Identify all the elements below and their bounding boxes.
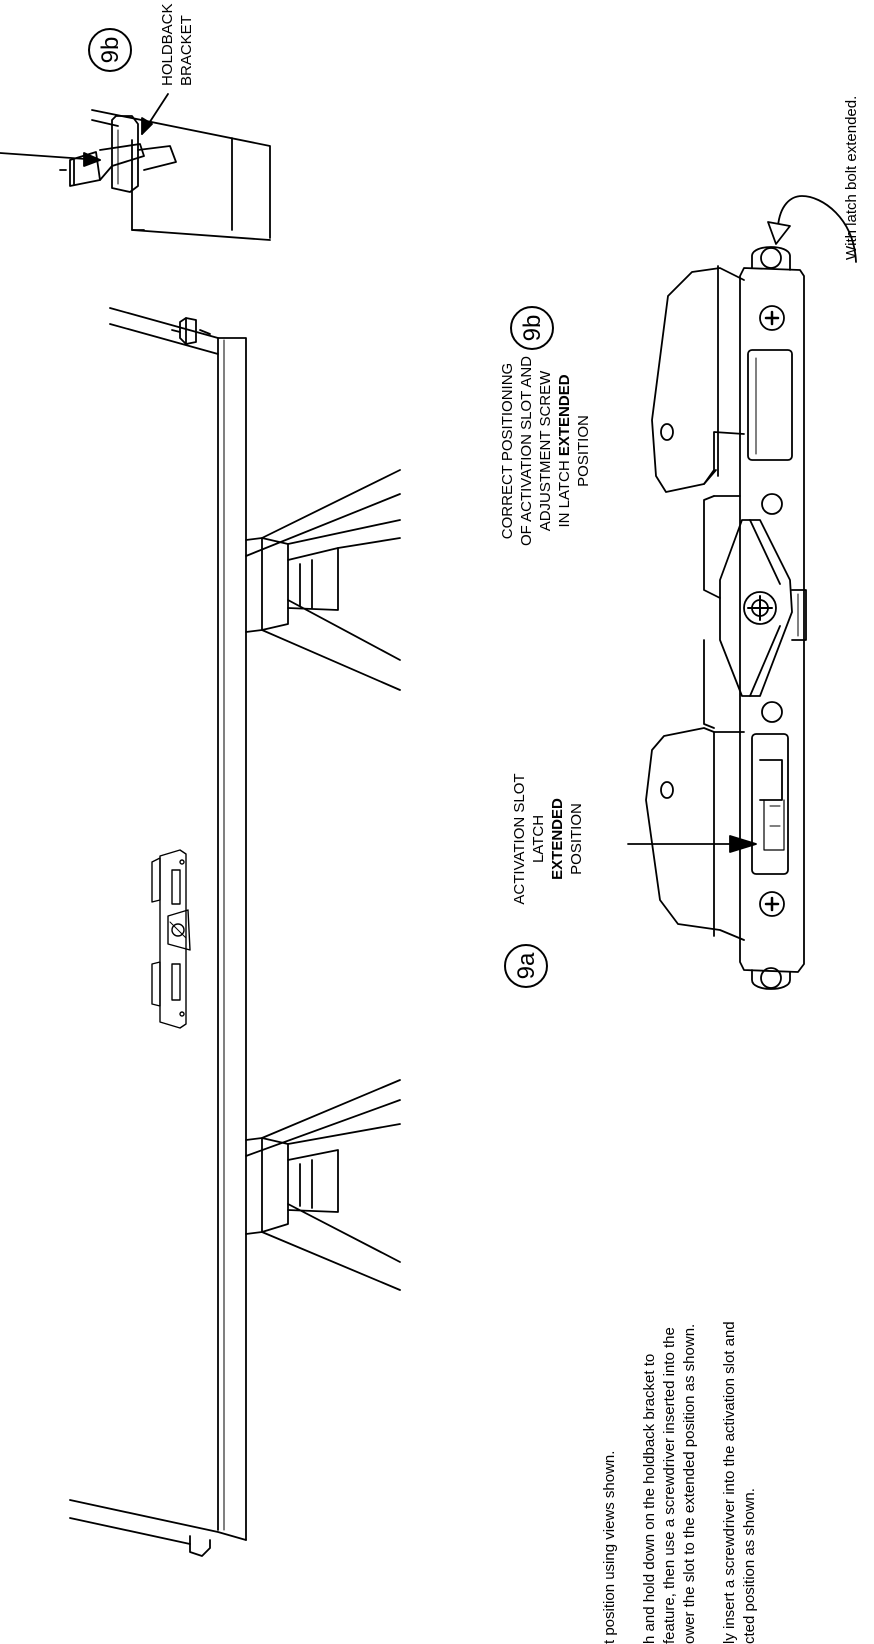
correct-label-line4-bold: EXTENDED <box>556 374 573 457</box>
small-latch-view <box>151 849 191 1029</box>
latch-bolt-curved-arrow <box>777 195 857 263</box>
activation-label-line1: ACTIVATION SLOT <box>511 773 528 905</box>
activation-slot-label: ACTIVATION SLOT LATCH EXTENDED POSITION <box>510 744 586 934</box>
callout-circle-9b-middle: 9b <box>510 306 554 350</box>
correct-positioning-label: CORRECT POSITIONING OF ACTIVATION SLOT A… <box>498 346 593 556</box>
callout-circle-9a: 9a <box>504 944 548 988</box>
callout-label-9a: 9a <box>513 952 540 980</box>
holdback-label-line1: HOLDBACK <box>159 3 176 86</box>
instruction-line-2: h and hold down on the holdback bracket … <box>641 1353 658 1644</box>
activation-label-line2: LATCH <box>530 814 547 864</box>
holdback-bracket-detail <box>59 109 271 241</box>
instructions-block: t position using views shown. h and hold… <box>600 1084 760 1644</box>
instruction-spacer-2 <box>700 1084 720 1644</box>
callout-circle-9b-top: 9b <box>88 28 132 72</box>
instruction-line-1: t position using views shown. <box>601 1450 618 1644</box>
correct-label-line3: ADJUSTMENT SCREW <box>537 370 554 532</box>
activation-label-line4: POSITION <box>568 803 585 875</box>
correct-label-line4-prefix: IN LATCH <box>556 456 573 528</box>
instruction-line-6: cted position as shown. <box>741 1488 758 1644</box>
activation-label-extended: EXTENDED <box>549 798 566 880</box>
instruction-spacer-1 <box>620 1084 640 1644</box>
callout-label-9b-top: 9b <box>97 36 124 64</box>
bracket-arrow-head <box>141 117 153 135</box>
correct-label-line2: OF ACTIVATION SLOT AND <box>518 355 535 547</box>
latch-plate-large <box>645 246 807 990</box>
callout-label-9b-middle: 9b <box>519 314 546 342</box>
holdback-bracket-label: HOLDBACK BRACKET <box>158 0 196 86</box>
instruction-line-3: feature, then use a screwdriver inserted… <box>661 1327 678 1644</box>
instruction-line-5: ly insert a screwdriver into the activat… <box>721 1321 738 1644</box>
correct-label-line5: POSITION <box>575 415 592 487</box>
instruction-line-4: ower the slot to the extended position a… <box>681 1323 698 1644</box>
latch-bolt-note: With latch bolt extended. <box>843 95 860 260</box>
latch-bolt-arrow-head <box>767 221 791 245</box>
activation-slot-arrow-head <box>729 835 757 853</box>
activation-label-line3: EXTENDED <box>548 744 567 934</box>
correct-label-line4: IN LATCH EXTENDED <box>555 346 574 556</box>
holdback-arrow-head <box>83 152 101 167</box>
holdback-label-line2: BRACKET <box>178 15 195 86</box>
door-frame-assembly <box>69 307 401 1557</box>
correct-label-line1: CORRECT POSITIONING <box>499 362 516 540</box>
